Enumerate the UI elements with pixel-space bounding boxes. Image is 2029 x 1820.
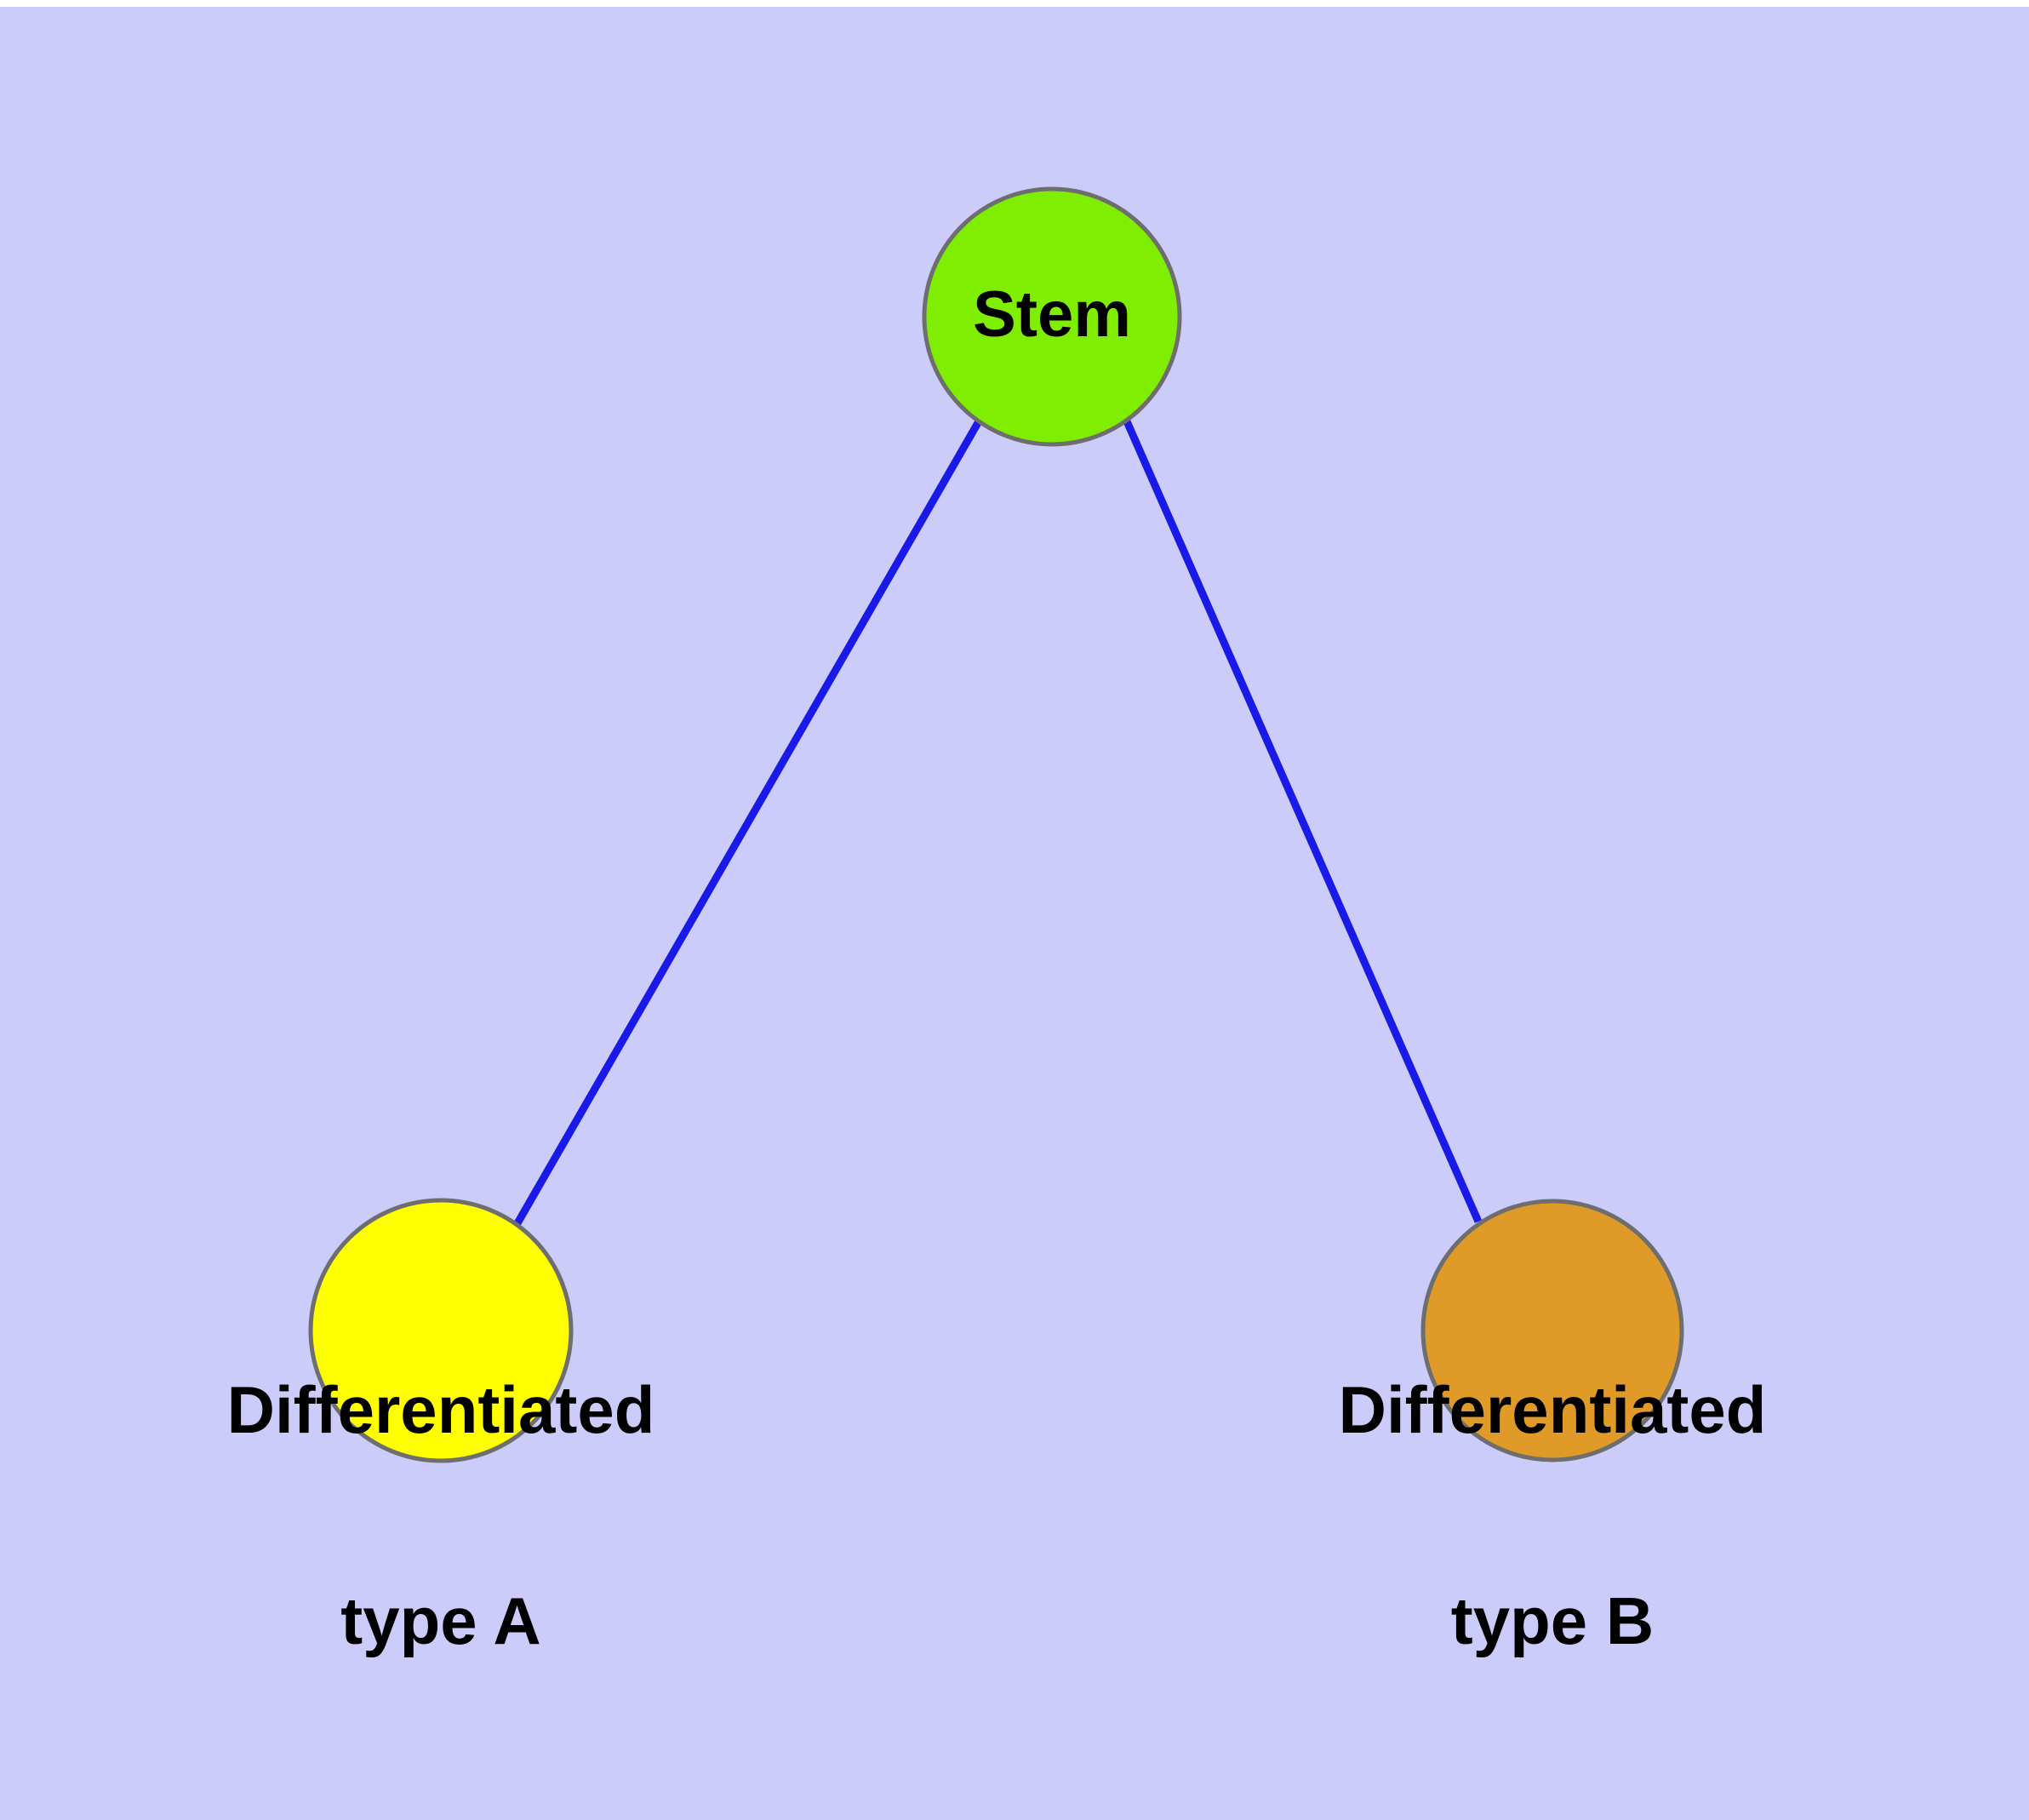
edge-group [514,419,1483,1226]
node-group [308,186,1684,1463]
node-differentiated-type-a[interactable] [308,1198,574,1463]
edge-stem-to-differentiated-type-a[interactable] [514,419,982,1226]
node-differentiated-type-b[interactable] [1420,1199,1684,1462]
edge-stem-to-differentiated-type-b[interactable] [1123,420,1483,1223]
node-stem[interactable] [922,186,1182,447]
